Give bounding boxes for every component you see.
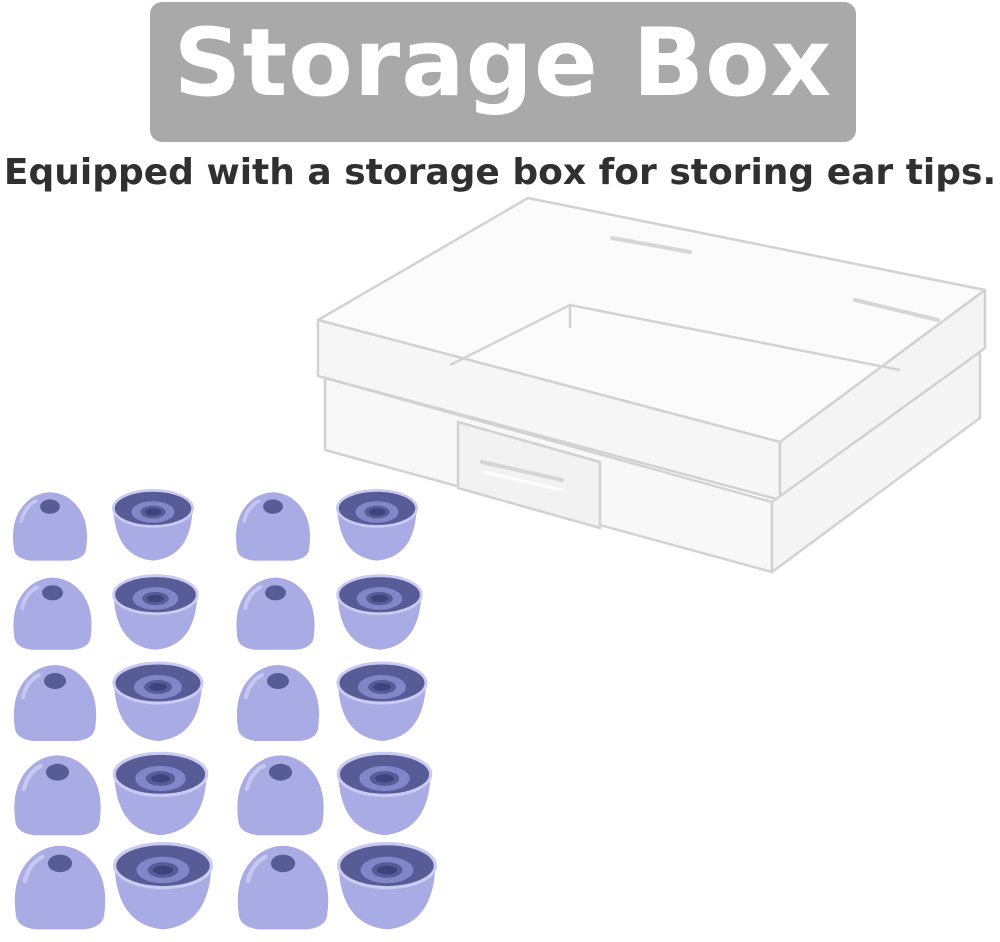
ear-tip-open-icon [332,747,433,837]
ear-tip-open-icon [332,837,438,930]
page-subtitle: Equipped with a storage box for storing … [3,151,997,193]
ear-tip-side-icon [228,570,328,660]
ear-tip-side-icon [228,747,328,837]
ear-tip-side-icon [228,485,328,575]
ear-tip-side-icon [5,837,106,930]
ear-tip-side-icon [228,837,329,930]
clear-plastic-storage-box-icon [316,196,987,574]
page-title: Storage Box [173,9,833,118]
title-plate [150,2,856,142]
ear-tip-open-icon [108,657,208,747]
ear-tip-side-icon [5,485,105,575]
ear-tip-open-icon [108,485,208,575]
ear-tip-open-icon [108,570,208,660]
ear-tip-side-icon [5,657,105,747]
ear-tip-open-icon [108,837,214,930]
ear-tips-set [0,485,440,942]
ear-tip-open-icon [332,570,432,660]
ear-tip-open-icon [332,657,432,747]
ear-tip-open-icon [108,747,209,837]
ear-tip-side-icon [5,747,105,837]
ear-tip-side-icon [5,570,105,660]
ear-tip-side-icon [228,657,328,747]
ear-tip-open-icon [332,485,432,575]
